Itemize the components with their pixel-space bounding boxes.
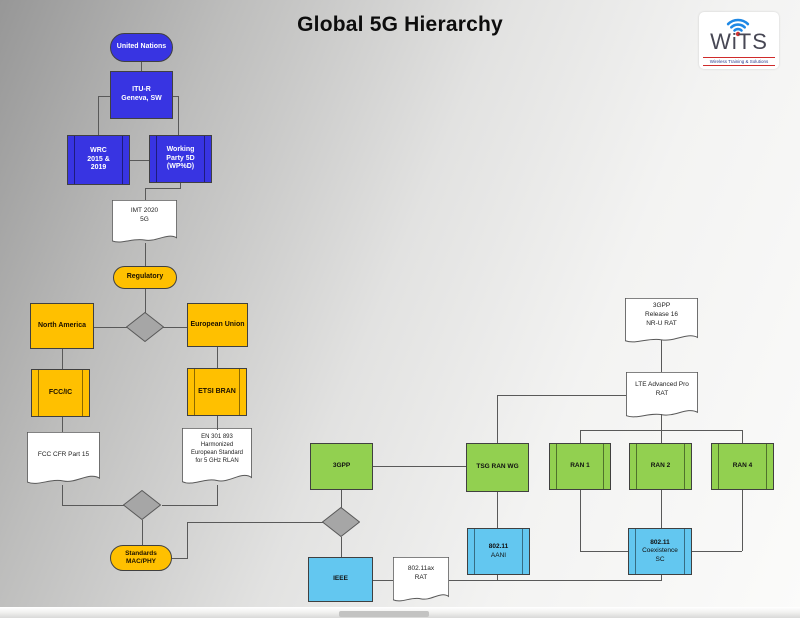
node-ran-1: RAN 1 [549,443,611,490]
connector [661,414,662,431]
node-itu-r: ITU-R Geneva, SW [110,71,173,119]
node-802-11-aani: 802.11 AANI [467,528,530,575]
connector [145,188,146,200]
wifi-icon [726,18,750,37]
connector [62,505,124,506]
connector [373,580,393,581]
connector [163,327,187,328]
connector [661,490,662,528]
node-802-11-coexistence-sc: 802.11 Coexistence SC [628,528,692,575]
connector [180,183,181,189]
connector [187,522,188,559]
connector [449,580,662,581]
connector [497,492,498,528]
node-3gpp: 3GPP [310,443,373,490]
node-united-nations: United Nations [110,33,173,62]
connector [661,340,662,372]
node-standards-mac-phy: Standards MAC/PHY [110,545,172,571]
node-etsi-bran: ETSI BRAN [187,368,247,416]
connector [742,490,743,551]
connector [497,575,498,581]
connector [187,522,323,523]
connector [130,160,149,161]
node-european-union: European Union [187,303,248,347]
node-north-america: North America [30,303,94,349]
logo-red-dot [735,31,741,37]
wits-logo: WiTS Wireless Training & Solutions [699,12,779,69]
decision-diamond-regulatory [126,312,164,342]
connector [373,466,466,467]
connector [141,62,142,71]
node-wrc: WRC 2015 & 2019 [67,135,130,185]
connector [145,289,146,313]
node-working-party-5d: Working Party 5D (WP%D) [149,135,212,183]
doc-en-301-893: EN 301 893 Harmonized European Standard … [182,428,252,487]
connector [172,558,188,559]
connector [178,96,179,135]
doc-lte-advanced-pro: LTE Advanced Pro RAT [626,372,698,420]
page-title: Global 5G Hierarchy [297,13,503,36]
connector [661,430,662,443]
connector [217,485,218,505]
node-ieee: IEEE [308,557,373,602]
connector [162,505,218,506]
connector [142,520,143,545]
connector [173,96,179,97]
doc-802-11ax-rat: 802.11ax RAT [393,557,449,604]
connector [341,490,342,508]
doc-imt-2020: IMT 2020 5G [112,200,177,245]
decision-diamond-standards [123,490,161,520]
bottom-scroll-thumb[interactable] [339,611,429,617]
connector [94,327,127,328]
connector [217,416,218,430]
connector [341,537,342,557]
connector [497,395,626,396]
connector [62,349,63,369]
connector [145,188,181,189]
logo-brand-text: WiTS [710,29,768,54]
connector [217,347,218,368]
connector [145,243,146,266]
connector [98,96,99,135]
doc-3gpp-release-16: 3GPP Release 16 NR-U RAT [625,298,698,345]
connector [580,490,581,551]
node-regulatory: Regulatory [113,266,177,289]
connector [497,395,498,443]
connector [661,575,662,581]
connector [692,551,742,552]
logo-tagline: Wireless Training & Solutions [703,56,775,66]
connector [742,430,743,443]
decision-diamond-sdo [322,507,360,537]
node-ran-2: RAN 2 [629,443,692,490]
connector [580,551,628,552]
node-tsg-ran-wg: TSG RAN WG [466,443,529,492]
node-ran-4: RAN 4 [711,443,774,490]
connector [62,417,63,432]
connector [62,485,63,505]
node-fcc-ic: FCC/IC [31,369,90,417]
doc-fcc-cfr-part-15: FCC CFR Part 15 [27,432,100,487]
connector [98,96,110,97]
connector [580,430,581,443]
